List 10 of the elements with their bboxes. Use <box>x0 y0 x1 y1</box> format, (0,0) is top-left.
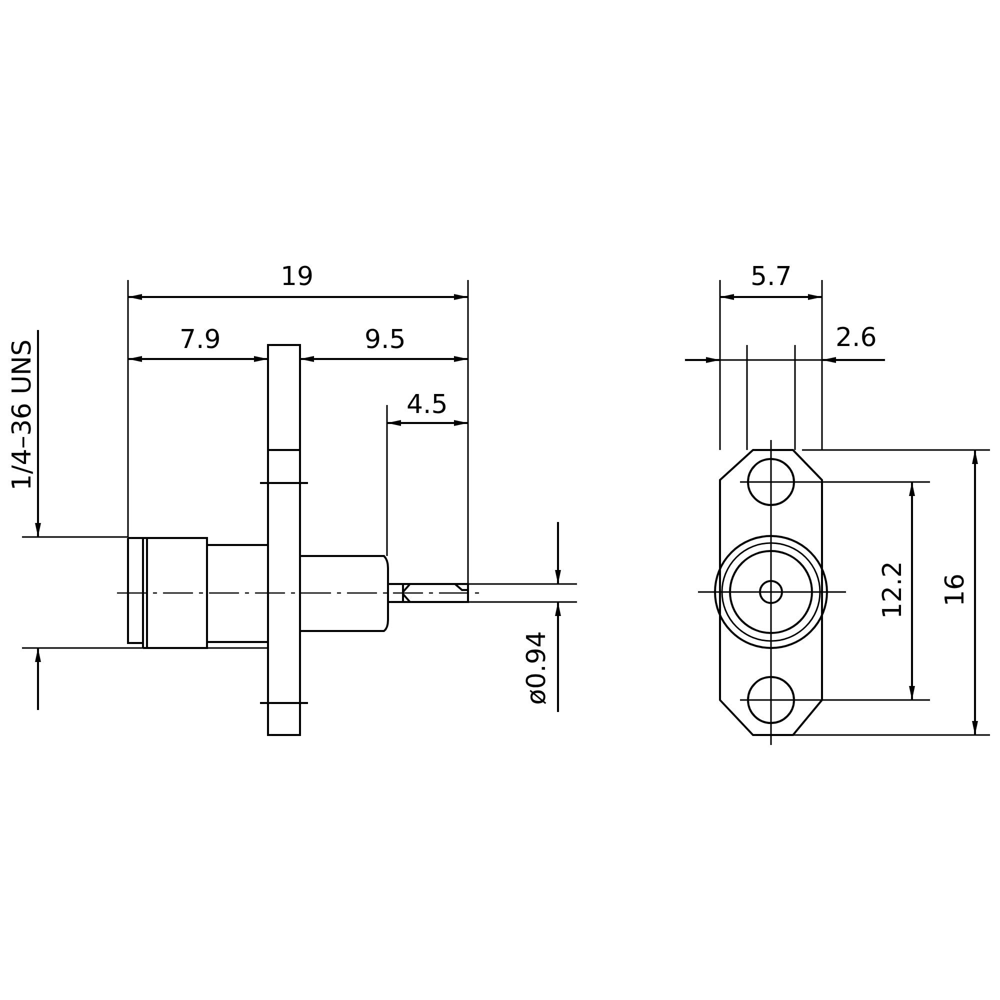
dimension-label: 16 <box>942 573 968 607</box>
dimension-label: ø0.94 <box>524 631 550 705</box>
dimension-label: 1/4–36 UNS <box>9 339 36 491</box>
dimension-label: 2.6 <box>836 325 877 351</box>
dimension-label: 9.5 <box>364 327 406 353</box>
dimension-label: 5.7 <box>750 264 792 290</box>
dimension-label: 4.5 <box>406 392 448 418</box>
dimension-label: 19 <box>280 264 314 290</box>
dimension-label: 12.2 <box>880 561 906 619</box>
dimension-label: 7.9 <box>180 327 221 353</box>
